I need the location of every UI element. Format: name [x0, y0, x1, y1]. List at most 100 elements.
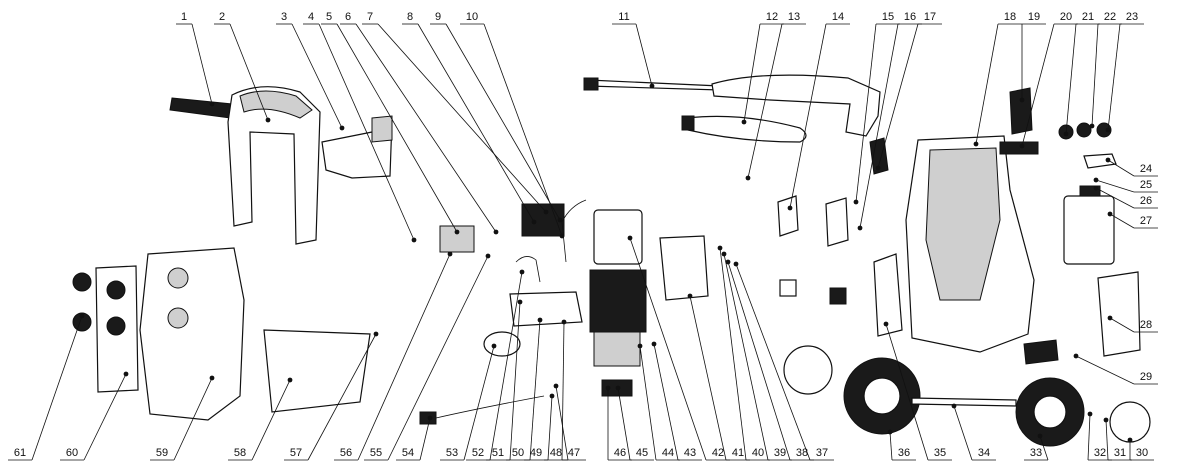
leader-dot-59	[209, 375, 215, 381]
part-30-hubcap	[1109, 401, 1151, 443]
leader-dot-33	[1037, 433, 1043, 439]
leader-line-31	[1105, 419, 1109, 461]
leader-line-53	[463, 345, 495, 461]
part-label-55: 55	[370, 447, 382, 459]
leader-line-26	[1095, 187, 1135, 209]
part-12-hose-coil	[687, 115, 807, 143]
leader-dot-45	[615, 385, 621, 391]
part-53-capacitor	[483, 331, 521, 357]
part-2-handle-frame	[227, 86, 321, 245]
leader-line-15	[855, 23, 877, 203]
leader-dot-58	[287, 377, 293, 383]
leader-dot-57	[373, 331, 379, 337]
leader-line-52	[489, 271, 523, 461]
leader-line-45	[617, 387, 631, 461]
part-label-48: 48	[550, 447, 562, 459]
leader-dot-15	[853, 199, 859, 205]
leader-line-28	[1109, 317, 1135, 333]
leader-dot-28	[1107, 315, 1113, 321]
leader-dot-44	[637, 343, 643, 349]
leader-dot-3	[339, 125, 345, 131]
part-23-connector	[1096, 122, 1112, 138]
leader-line-3	[291, 23, 343, 129]
part-36-wheel-hub	[863, 377, 901, 415]
leader-dot-14	[787, 205, 793, 211]
leader-lines	[8, 23, 1158, 461]
part-1-hook-strip	[169, 97, 233, 119]
part-label-12: 12	[766, 11, 778, 23]
leader-line-25	[1095, 179, 1135, 193]
part-label-47: 47	[568, 447, 580, 459]
leader-dot-6	[493, 229, 499, 235]
part-15-panel	[825, 197, 849, 247]
part-label-43: 43	[684, 447, 696, 459]
leader-line-58	[251, 379, 291, 461]
part-61-knob-top	[72, 272, 92, 292]
part-label-56: 56	[340, 447, 352, 459]
part-label-3: 3	[281, 11, 287, 23]
leader-dot-29	[1073, 353, 1079, 359]
leader-line-4	[318, 23, 415, 241]
part-27-tank-cap	[1079, 185, 1101, 197]
part-14-panel	[777, 195, 799, 237]
part-label-7: 7	[367, 11, 373, 23]
leader-dot-24	[1105, 157, 1111, 163]
leader-line-49	[547, 395, 553, 461]
part-label-11: 11	[618, 11, 629, 23]
leader-dot-60	[123, 371, 129, 377]
leader-dot-32	[1087, 411, 1093, 417]
leader-line-36	[889, 431, 893, 461]
leader-dot-7	[543, 209, 549, 215]
part-label-14: 14	[832, 11, 844, 23]
part-label-5: 5	[326, 11, 332, 23]
leader-line-37	[735, 263, 811, 461]
leader-dot-61	[79, 313, 85, 319]
part-label-35: 35	[934, 447, 946, 459]
leader-dot-1	[209, 101, 215, 107]
leader-dot-18	[973, 141, 979, 147]
leader-line-13	[747, 23, 783, 179]
leader-dot-56	[447, 251, 453, 257]
part-label-22: 22	[1104, 11, 1116, 23]
part-18-housing-inner	[925, 147, 1001, 301]
leader-dot-52	[519, 269, 525, 275]
leader-line-60	[83, 373, 127, 461]
leader-line-11	[635, 23, 653, 87]
leader-dot-2	[265, 117, 271, 123]
part-label-30: 30	[1136, 447, 1148, 459]
leader-line-29	[1075, 355, 1135, 385]
part-label-34: 34	[978, 447, 990, 459]
part-label-41: 41	[732, 447, 744, 459]
leader-dot-46	[605, 385, 611, 391]
leader-dot-55	[485, 253, 491, 259]
part-20-rail	[999, 141, 1039, 155]
leader-line-14	[789, 23, 827, 209]
leader-line-8	[417, 23, 535, 223]
part-label-32: 32	[1094, 447, 1106, 459]
leader-dot-25	[1093, 177, 1099, 183]
part-motor-cap	[593, 209, 643, 265]
leader-dot-43	[651, 341, 657, 347]
leader-line-23	[1107, 23, 1121, 131]
part-label-1: 1	[181, 11, 187, 23]
leader-dot-27	[1107, 211, 1113, 217]
part-label-19: 19	[1028, 11, 1040, 23]
leader-line-33	[1039, 435, 1049, 461]
leader-dot-35	[883, 321, 889, 327]
leader-line-42	[629, 237, 707, 461]
part-gun-body	[711, 74, 881, 137]
leader-line-17	[877, 23, 919, 169]
part-59-gauge-bottom	[167, 307, 189, 329]
leader-line-50	[529, 319, 541, 461]
part-35-side-panel	[873, 253, 903, 337]
leader-dot-12	[741, 119, 747, 125]
part-label-9: 9	[435, 11, 441, 23]
part-58-base-tray	[263, 329, 371, 413]
leader-line-22	[1091, 23, 1099, 127]
leader-line-5	[336, 23, 458, 233]
leader-line-41	[689, 295, 727, 461]
part-27-tank	[1063, 195, 1115, 265]
leader-dot-20	[1019, 143, 1025, 149]
part-12-hose-end	[681, 115, 695, 131]
